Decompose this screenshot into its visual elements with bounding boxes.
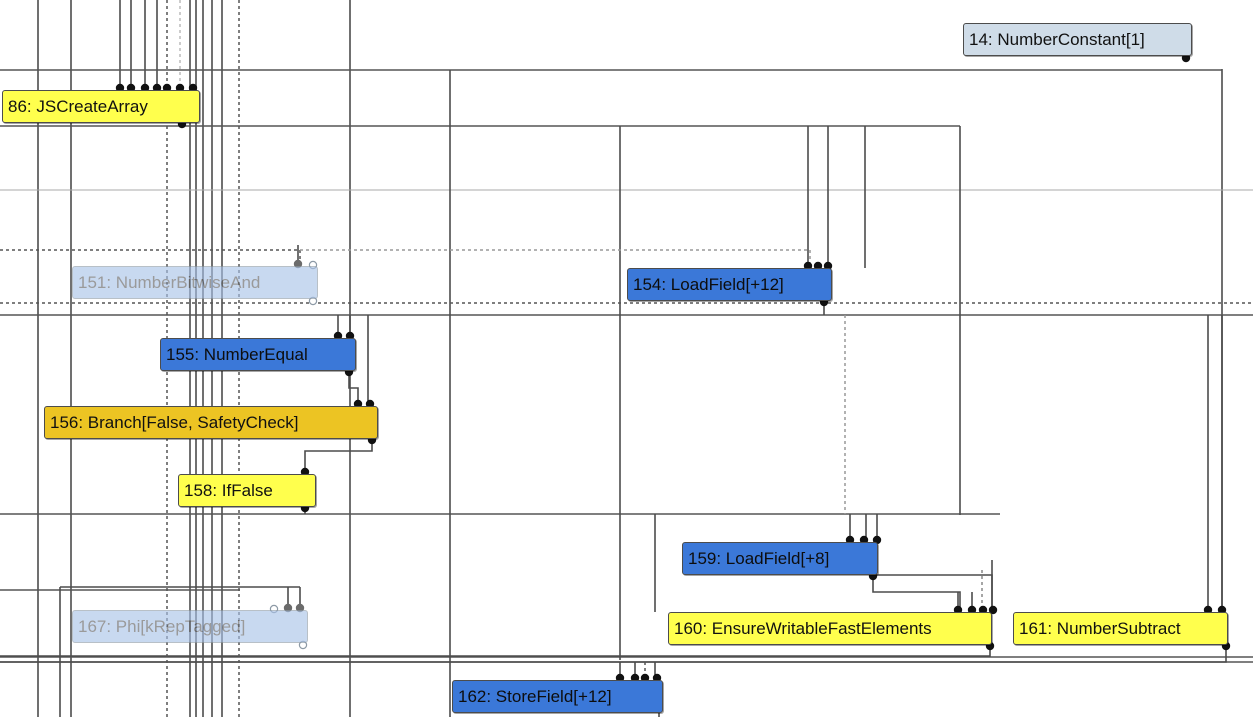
node-label: 14: NumberConstant[1] — [969, 30, 1145, 49]
graph-node-160[interactable]: 160: EnsureWritableFastElements — [668, 612, 992, 645]
node-label: 156: Branch[False, SafetyCheck] — [50, 413, 299, 432]
node-label: 155: NumberEqual — [166, 345, 308, 364]
node-label: 154: LoadField[+12] — [633, 275, 784, 294]
graph-node-161[interactable]: 161: NumberSubtract — [1013, 612, 1228, 645]
graph-node-14[interactable]: 14: NumberConstant[1] — [963, 23, 1192, 56]
node-label: 86: JSCreateArray — [8, 97, 148, 116]
graph-node-155[interactable]: 155: NumberEqual — [160, 338, 356, 371]
graph-node-167[interactable]: 167: Phi[kRepTagged] — [72, 610, 308, 643]
graph-node-151[interactable]: 151: NumberBitwiseAnd — [72, 266, 318, 299]
node-label: 167: Phi[kRepTagged] — [78, 617, 246, 636]
node-label: 151: NumberBitwiseAnd — [78, 273, 261, 292]
graph-node-86[interactable]: 86: JSCreateArray — [2, 90, 200, 123]
graph-node-156[interactable]: 156: Branch[False, SafetyCheck] — [44, 406, 378, 439]
graph-node-158[interactable]: 158: IfFalse — [178, 474, 316, 507]
node-label: 159: LoadField[+8] — [688, 549, 830, 568]
node-label: 160: EnsureWritableFastElements — [674, 619, 932, 638]
graph-node-162[interactable]: 162: StoreField[+12] — [452, 680, 663, 713]
graph-node-159[interactable]: 159: LoadField[+8] — [682, 542, 878, 575]
node-label: 162: StoreField[+12] — [458, 687, 612, 706]
node-label: 161: NumberSubtract — [1019, 619, 1181, 638]
node-label: 158: IfFalse — [184, 481, 273, 500]
graph-node-154[interactable]: 154: LoadField[+12] — [627, 268, 832, 301]
